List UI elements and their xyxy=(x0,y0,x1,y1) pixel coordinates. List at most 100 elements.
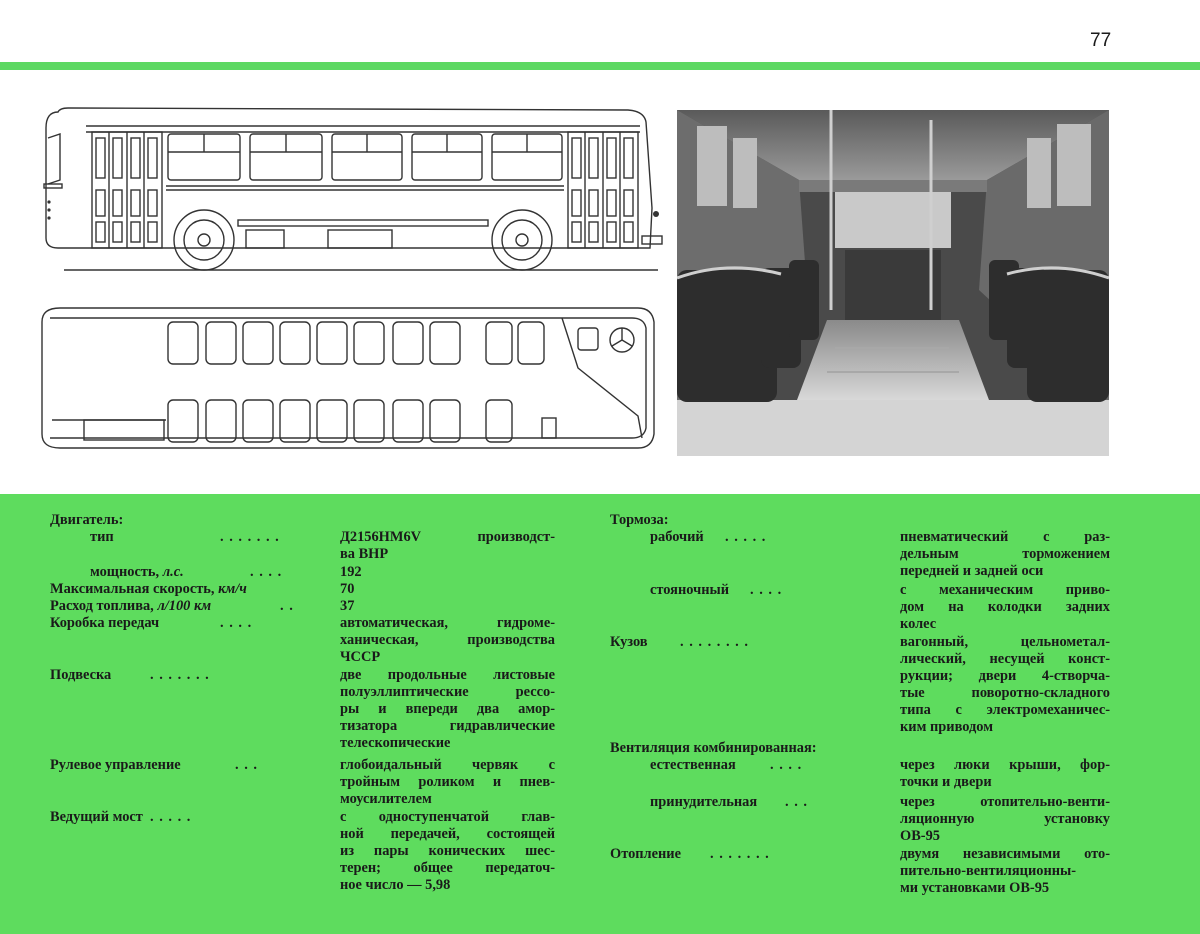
spec-row-vent-forced: принудительная . . . через отопительно-вен… xyxy=(610,794,1110,844)
spec-value-line: дом на колодки задних xyxy=(900,599,1110,615)
spec-value-line: дельным торможением xyxy=(900,546,1110,562)
spec-value: вагонный, цельнометал-лический, несущей … xyxy=(900,634,1110,736)
spec-row-steering: Рулевое управление . . . глобоидальный чер… xyxy=(50,757,555,807)
spec-row-brakes: Тормоза: xyxy=(610,512,1110,529)
spec-value-line: рукции; двери 4-створча- xyxy=(900,668,1110,684)
spec-value-line: ное число — 5,98 xyxy=(340,877,451,893)
bus-side-view-drawing xyxy=(43,107,663,271)
spec-leader-dots: . . . . xyxy=(250,564,283,580)
spec-leader-dots: . . . xyxy=(785,794,808,810)
spec-row-body: Кузов . . . . . . . . вагонный, цельномета… xyxy=(610,634,1110,735)
spec-label: тип xyxy=(90,529,114,545)
spec-label: рабочий xyxy=(650,529,704,545)
spec-value-line: глобоидальный червяк с xyxy=(340,757,555,773)
spec-label: Максимальная скорость, км/ч xyxy=(50,581,247,597)
spec-value-line: ханическая, производства xyxy=(340,632,555,648)
spec-value-line: с механическим приво- xyxy=(900,582,1110,598)
spec-value-line: ким приводом xyxy=(900,719,994,735)
top-green-stripe xyxy=(0,62,1200,70)
spec-value-line: тройным роликом и пнев- xyxy=(340,774,555,790)
spec-row-fuel: Расход топлива, л/100 км . . 37 xyxy=(50,598,555,615)
spec-label: Двигатель: xyxy=(50,512,124,528)
spec-label: стояночный xyxy=(650,582,730,598)
spec-value-line: 37 xyxy=(340,598,355,614)
spec-row-engine: Двигатель: xyxy=(50,512,555,529)
spec-value-line: 192 xyxy=(340,564,362,580)
spec-leader-dots: . . . . . xyxy=(150,809,192,825)
spec-row-max-speed: Максимальная скорость, км/ч 70 xyxy=(50,581,555,598)
spec-leader-dots: . . . . . . . xyxy=(710,846,770,862)
spec-label: естественная xyxy=(650,757,736,773)
spec-value-line: лический, несущей конст- xyxy=(900,651,1110,667)
spec-value-line: колес xyxy=(900,616,937,632)
spec-row-engine-power: мощность, л.с. . . . . 192 xyxy=(50,564,555,581)
spec-leader-dots: . . . . xyxy=(770,757,803,773)
spec-row-axle: Ведущий мост . . . . . с одноступенчатой г… xyxy=(50,809,555,893)
spec-value-line: передней и задней оси xyxy=(900,563,1044,579)
spec-leader-dots: . . . xyxy=(235,757,258,773)
spec-label: Рулевое управление xyxy=(50,757,181,773)
spec-row-engine-type: тип. . . . . . .Д2156НМ6V производст-ва … xyxy=(50,529,555,562)
spec-value-line: полуэллиптические рессо- xyxy=(340,684,555,700)
spec-value: автоматическая, гидроме-ханическая, прои… xyxy=(340,615,555,666)
specifications-panel: Двигатель:тип. . . . . . .Д2156НМ6V прои… xyxy=(0,494,1200,934)
spec-row-brakes-service: рабочий . . . . . пневматический с раз-дел… xyxy=(610,529,1110,579)
spec-value-line: через люки крыши, фор- xyxy=(900,757,1110,773)
spec-label: принудительная xyxy=(650,794,758,810)
spec-label: Кузов xyxy=(610,634,648,650)
spec-value: с одноступенчатой глав-ной передачей, со… xyxy=(340,809,555,894)
spec-value-line: ной передачей, состоящей xyxy=(340,826,555,842)
spec-value: двумя независимыми ото-пительно-вентиляц… xyxy=(900,846,1110,897)
spec-leader-dots: . . xyxy=(280,598,294,614)
spec-value-line: ЧССР xyxy=(340,649,381,665)
spec-label: Коробка передач xyxy=(50,615,160,631)
spec-leader-dots: . . . . . . . xyxy=(220,529,280,545)
spec-label: Тормоза: xyxy=(610,512,669,528)
spec-value-line: ры и впереди два амор- xyxy=(340,701,555,717)
spec-label: Вентиляция комбинированная: xyxy=(610,740,817,756)
spec-value-line: моусилителем xyxy=(340,791,432,807)
spec-label: Отопление xyxy=(610,846,681,862)
spec-value-line: точки и двери xyxy=(900,774,992,790)
spec-value-line: вагонный, цельнометал- xyxy=(900,634,1110,650)
spec-label: Ведущий мост xyxy=(50,809,143,825)
spec-value: 37 xyxy=(340,598,555,615)
spec-value-line: типа с электромеханичес- xyxy=(900,702,1110,718)
spec-label: Расход топлива, л/100 км xyxy=(50,598,212,614)
spec-value-line: пительно-вентиляционны- xyxy=(900,863,1077,879)
spec-leader-dots: . . . . xyxy=(750,582,783,598)
spec-value: пневматический с раз-дельным торможением… xyxy=(900,529,1110,580)
spec-value-line: 70 xyxy=(340,581,355,597)
spec-row-heating: Отопление . . . . . . . двумя независимыми… xyxy=(610,846,1110,896)
spec-value-line: автоматическая, гидроме- xyxy=(340,615,555,631)
spec-value-line: через отопительно-венти- xyxy=(900,794,1110,810)
page-number: 77 xyxy=(1090,30,1112,51)
spec-row-vent-natural: естественная . . . . через люки крыши, фор… xyxy=(610,757,1110,790)
spec-value-line: ляционную установку xyxy=(900,811,1110,827)
spec-leader-dots: . . . . . xyxy=(725,529,767,545)
spec-value: с механическим приво-дом на колодки задн… xyxy=(900,582,1110,633)
spec-value: через отопительно-венти-ляционную устано… xyxy=(900,794,1110,845)
spec-row-ventilation: Вентиляция комбинированная: xyxy=(610,740,1110,757)
spec-value-line: пневматический с раз- xyxy=(900,529,1110,545)
spec-label: Подвеска xyxy=(50,667,112,683)
spec-label: мощность, л.с. xyxy=(90,564,184,580)
spec-value: через люки крыши, фор-точки и двери xyxy=(900,757,1110,791)
spec-value-line: из пары конических шес- xyxy=(340,843,555,859)
spec-value-line: терен; общее передаточ- xyxy=(340,860,555,876)
spec-value: 192 xyxy=(340,564,555,581)
spec-leader-dots: . . . . . . . . xyxy=(680,634,749,650)
spec-row-gearbox: Коробка передач . . . . автоматическая, ги… xyxy=(50,615,555,665)
bus-interior-photo xyxy=(677,110,1109,456)
spec-value-line: ОВ-95 xyxy=(900,828,940,844)
spec-value-line: тизатора гидравлические xyxy=(340,718,555,734)
spec-row-brakes-parking: стояночный . . . . с механическим приво-до… xyxy=(610,582,1110,632)
bus-plan-view-drawing xyxy=(41,307,655,449)
spec-leader-dots: . . . . xyxy=(220,615,253,631)
spec-value-line: ва ВНР xyxy=(340,546,389,562)
spec-value-line: ми установками ОВ-95 xyxy=(900,880,1050,896)
spec-value-line: с одноступенчатой глав- xyxy=(340,809,555,825)
spec-value-line: две продольные листовые xyxy=(340,667,555,683)
